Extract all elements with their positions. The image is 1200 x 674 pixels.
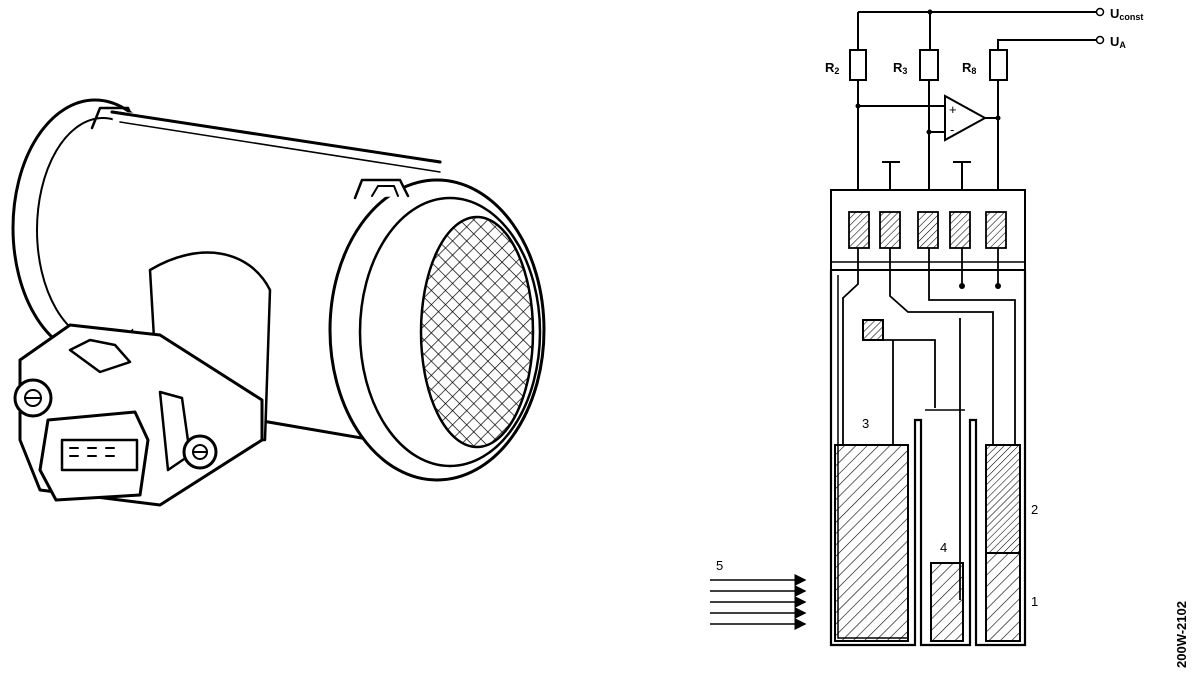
callout-4: 4 xyxy=(940,540,947,555)
sensor-element-4 xyxy=(930,562,964,642)
connector-pads xyxy=(848,211,1007,249)
label-u-const: Uconst xyxy=(1110,6,1143,22)
connector-pad xyxy=(985,211,1007,249)
connector-pad xyxy=(848,211,870,249)
connector-screw-right xyxy=(182,434,218,470)
resistor-r2 xyxy=(849,49,867,81)
sensor-substrate-outline xyxy=(829,270,1027,647)
callout-5: 5 xyxy=(716,558,723,573)
op-amp-minus-label: - xyxy=(950,122,954,137)
label-r2: R2 xyxy=(825,60,839,76)
u-a-terminal xyxy=(1095,35,1105,45)
callout-2: 2 xyxy=(1031,502,1038,517)
sensor-element-2 xyxy=(985,444,1021,554)
sensor-inlet-mesh-screen xyxy=(419,215,535,449)
resistor-r8 xyxy=(989,49,1008,81)
label-r8: R8 xyxy=(962,60,976,76)
label-u-a: UA xyxy=(1110,34,1126,50)
label-r3: R3 xyxy=(893,60,907,76)
sensor-element-1 xyxy=(985,552,1021,642)
op-amp xyxy=(944,94,988,142)
connector-pad xyxy=(917,211,939,249)
schematic-labels: Uconst UA R2 R3 R8 + - 3 4 2 1 5 200W-21… xyxy=(716,6,1189,668)
connector-pad xyxy=(949,211,971,249)
callout-1: 1 xyxy=(1031,594,1038,609)
u-const-terminal xyxy=(1095,7,1105,17)
mass-airflow-sensor-illustration xyxy=(11,98,546,507)
connector-screw-left xyxy=(13,378,53,418)
connector-pad xyxy=(879,211,901,249)
heater-resistor-element-3 xyxy=(834,444,909,642)
temperature-sensing-pad xyxy=(862,319,884,341)
wire-u-a-rail xyxy=(997,39,1096,50)
resistor-r3 xyxy=(919,49,939,81)
airflow-arrows xyxy=(710,574,807,630)
callout-3: 3 xyxy=(862,416,869,431)
op-amp-plus-label: + xyxy=(949,102,957,117)
figure-reference-code: 200W-2102 xyxy=(1174,601,1189,668)
hot-film-sensor-schematic xyxy=(710,7,1105,647)
